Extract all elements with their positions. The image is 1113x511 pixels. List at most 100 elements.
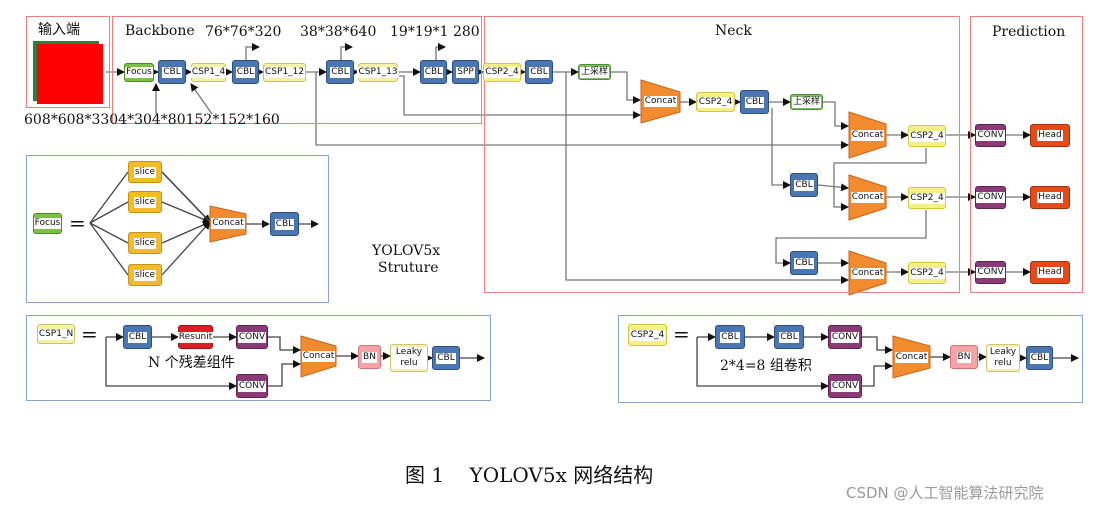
neck-concat-1-label: Concat (643, 95, 678, 107)
csp2-detail-conv-2-label: CONV (830, 380, 860, 392)
neck-concat-4-label: Concat (850, 267, 885, 279)
csp2-detail-cbl-2: CBL (1026, 346, 1053, 370)
prediction-head-3-label: Head (1037, 267, 1063, 278)
csp1-detail-cbl-2: CBL (432, 346, 460, 370)
neck-csp2-4-e: CSP2_4 (908, 262, 946, 284)
csp2-detail-cbl-b: CBL (774, 325, 804, 349)
focus-detail-cbl-label: CBL (274, 218, 295, 230)
focus-detail-focus: Focus (33, 213, 62, 234)
neck-cbl-c: CBL (790, 173, 818, 197)
backbone-cbl-3-label: CBL (330, 66, 350, 78)
neck-cbl-d-label: CBL (794, 257, 814, 269)
neck-cbl-b: CBL (740, 90, 769, 114)
prediction-conv-2: CONV (975, 186, 1006, 209)
structure-caption-2: Struture (378, 260, 439, 276)
csp1-detail-conv-1-label: CONV (237, 331, 267, 343)
neck-upsample-2-label: 上采样 (791, 96, 821, 108)
csp2-detail-cbl-a: CBL (715, 325, 745, 349)
csp2-detail-leaky: Leaky relu (986, 344, 1020, 372)
csp1-detail-resunit: Resunit (177, 325, 214, 349)
neck-title: Neck (715, 23, 752, 39)
backbone-csp1-13: CSP1_13 (357, 63, 399, 82)
csp2-detail-bn: BN (950, 345, 978, 369)
focus-slice-1-label: slice (133, 166, 157, 178)
backbone-csp1-12-label: CSP1_12 (263, 67, 306, 78)
csp1-detail-leaky: Leaky relu (390, 344, 428, 372)
neck-upsample-2: 上采样 (790, 94, 823, 110)
neck-concat-2: Concat (849, 128, 886, 142)
csp1-detail-label: CSP1_N (37, 324, 75, 344)
csp1-detail-cbl-2-label: CBL (436, 352, 456, 364)
neck-csp2-4-b-label: CSP2_4 (697, 96, 734, 108)
csp2-detail-conv-1-label: CONV (830, 331, 860, 343)
csp2-detail-leaky-label: Leaky relu (987, 347, 1019, 369)
csp1-detail-note: N 个残差组件 (148, 355, 235, 371)
csp1-detail-conv-2-label: CONV (237, 380, 267, 392)
neck-csp2-4-c-label: CSP2_4 (909, 130, 945, 142)
neck-concat-4: Concat (849, 266, 886, 280)
focus-detail-focus-label: Focus (33, 218, 62, 229)
dim-76: 76*76*320 (205, 24, 282, 40)
prediction-conv-1: CONV (975, 124, 1006, 147)
focus-slice-1: slice (128, 161, 162, 183)
backbone-cbl-1: CBL (158, 60, 186, 84)
input-image (37, 44, 103, 104)
backbone-cbl-4-label: CBL (423, 66, 444, 78)
input-title: 输入端 (38, 22, 80, 38)
neck-cbl-a: CBL (525, 60, 553, 84)
backbone-cbl-1-label: CBL (162, 66, 182, 78)
focus-slice-2-label: slice (133, 196, 157, 208)
backbone-cbl-3: CBL (326, 60, 354, 84)
csp1-detail-resunit-label: Resunit (177, 331, 214, 343)
backbone-cbl-4: CBL (420, 60, 447, 84)
csp2-detail-conv-2: CONV (828, 374, 862, 398)
input-frame (26, 16, 110, 108)
csp2-detail-label: CSP2_4 (628, 324, 667, 346)
csp2-detail-label-text: CSP2_4 (629, 329, 666, 341)
focus-slice-2: slice (128, 191, 162, 213)
neck-frame (484, 16, 960, 293)
focus-slice-3: slice (128, 232, 162, 254)
focus-detail-equals: = (69, 211, 86, 235)
csp2-detail-equals: = (673, 322, 690, 346)
watermark: CSDN @人工智能算法研究院 (846, 484, 1044, 502)
prediction-head-2-label: Head (1037, 192, 1063, 203)
focus-detail-frame (26, 155, 329, 303)
focus-slice-4: slice (128, 264, 162, 286)
prediction-head-2: Head (1030, 186, 1070, 209)
focus-detail-concat: Concat (210, 216, 246, 230)
figure-caption: 图 1 YOLOV5x 网络结构 (405, 463, 654, 487)
neck-csp2-4-d: CSP2_4 (908, 187, 946, 209)
csp1-detail-label-text: CSP1_N (37, 328, 75, 340)
neck-csp2-4-a-label: CSP2_4 (484, 67, 520, 78)
neck-cbl-d: CBL (790, 251, 818, 275)
csp2-detail-cbl-2-label: CBL (1029, 352, 1050, 364)
prediction-title: Prediction (992, 24, 1066, 40)
backbone-cbl-2: CBL (232, 60, 259, 84)
structure-caption-1: YOLOV5x (372, 243, 441, 259)
csp1-detail-concat: Concat (301, 349, 336, 363)
csp2-detail-cbl-a-label: CBL (720, 331, 740, 343)
csp1-detail-bn: BN (358, 345, 381, 369)
neck-csp2-4-d-label: CSP2_4 (909, 192, 945, 204)
neck-cbl-a-label: CBL (529, 66, 549, 78)
neck-concat-1: Concat (641, 94, 680, 108)
prediction-conv-2-label: CONV (976, 192, 1005, 203)
csp2-detail-bn-label: BN (956, 351, 972, 363)
neck-csp2-4-b: CSP2_4 (696, 92, 735, 112)
neck-csp2-4-a: CSP2_4 (483, 63, 521, 82)
csp2-detail-cbl-b-label: CBL (779, 331, 799, 343)
csp2-detail-concat-label: Concat (894, 351, 929, 363)
prediction-conv-1-label: CONV (976, 130, 1005, 141)
backbone-csp1-4: CSP1_4 (190, 63, 227, 82)
dim-19: 19*19*1 280 (390, 24, 480, 40)
backbone-cbl-2-label: CBL (235, 66, 256, 78)
csp1-detail-bn-label: BN (362, 351, 377, 363)
focus-slice-3-label: slice (133, 237, 157, 249)
neck-concat-3-label: Concat (850, 191, 885, 203)
csp1-detail-cbl-label: CBL (127, 331, 148, 343)
backbone-focus: Focus (124, 63, 154, 82)
backbone-focus-label: Focus (125, 67, 153, 78)
backbone-spp: SPP (452, 60, 479, 84)
backbone-spp-label: SPP (456, 66, 475, 78)
